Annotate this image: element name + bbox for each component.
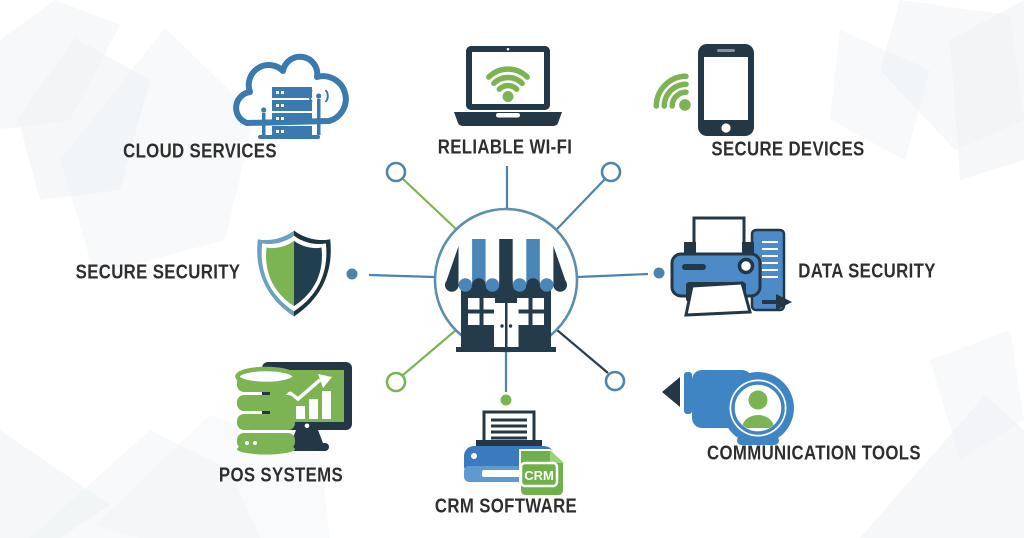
person-silhouette <box>742 390 774 428</box>
wifi-arcs <box>486 66 530 102</box>
endpoint-dot-left <box>346 268 358 280</box>
cloud-servers-icon <box>233 53 349 139</box>
node-secure-devices <box>650 42 760 145</box>
node-label-secure-devices: SECURE DEVICES <box>711 138 865 161</box>
connector-right <box>577 272 649 279</box>
node-cloud-services <box>222 50 352 150</box>
bar-chart <box>296 391 331 419</box>
server-rack <box>272 87 312 137</box>
node-reliable-wifi <box>448 46 568 143</box>
node-data-security <box>666 216 794 329</box>
node-label-cloud-services: CLOUD SERVICES <box>123 140 277 163</box>
printer-crm-icon: CRM <box>464 410 565 497</box>
endpoint-circle-upper-right <box>600 161 622 183</box>
arrow-right <box>776 294 792 310</box>
node-label-pos-systems: POS SYSTEMS <box>218 464 344 487</box>
node-crm-software: CRM <box>452 410 570 509</box>
connector-lower-left <box>402 329 457 376</box>
endpoint-circle-lower-left <box>385 371 407 393</box>
endpoint-dot-right <box>653 267 665 279</box>
node-label-secure-security: SECURE SECURITY <box>75 261 241 284</box>
connector-upper-left <box>402 178 457 230</box>
laptop-wifi-icon <box>454 46 562 126</box>
node-label-data-security: DATA SECURITY <box>798 260 936 283</box>
storefront-icon <box>433 207 579 353</box>
endpoint-dot-bottom <box>500 394 512 406</box>
crm-badge-text: CRM <box>524 468 554 483</box>
shield-icon <box>257 230 331 317</box>
smartphone-wifi-icon <box>653 44 754 136</box>
node-label-crm-software: CRM SOFTWARE <box>434 495 578 518</box>
connector-lower-right <box>556 329 609 374</box>
node-label-reliable-wifi: RELIABLE WI-FI <box>437 136 573 159</box>
node-pos-systems <box>232 362 354 465</box>
crm-badge: CRM <box>519 449 565 497</box>
database-cylinder <box>235 366 297 455</box>
store-doors <box>494 303 519 347</box>
endpoint-circle-lower-right <box>604 370 626 392</box>
wifi-arcs <box>653 73 691 111</box>
hub-node <box>421 195 591 370</box>
endpoint-circle-upper-left <box>385 161 407 183</box>
monitor-database-icon <box>235 362 352 455</box>
store-windows <box>468 298 544 325</box>
connector-left <box>368 273 435 279</box>
printer-document-icon <box>670 216 792 317</box>
node-secure-security <box>250 226 338 325</box>
node-communication-tools <box>658 368 800 453</box>
node-label-communication-tools: COMMUNICATION TOOLS <box>707 442 921 465</box>
awning-scallops <box>445 278 567 292</box>
antennas <box>261 89 329 135</box>
connector-upper-right <box>556 178 606 230</box>
video-camera-icon <box>662 370 794 445</box>
